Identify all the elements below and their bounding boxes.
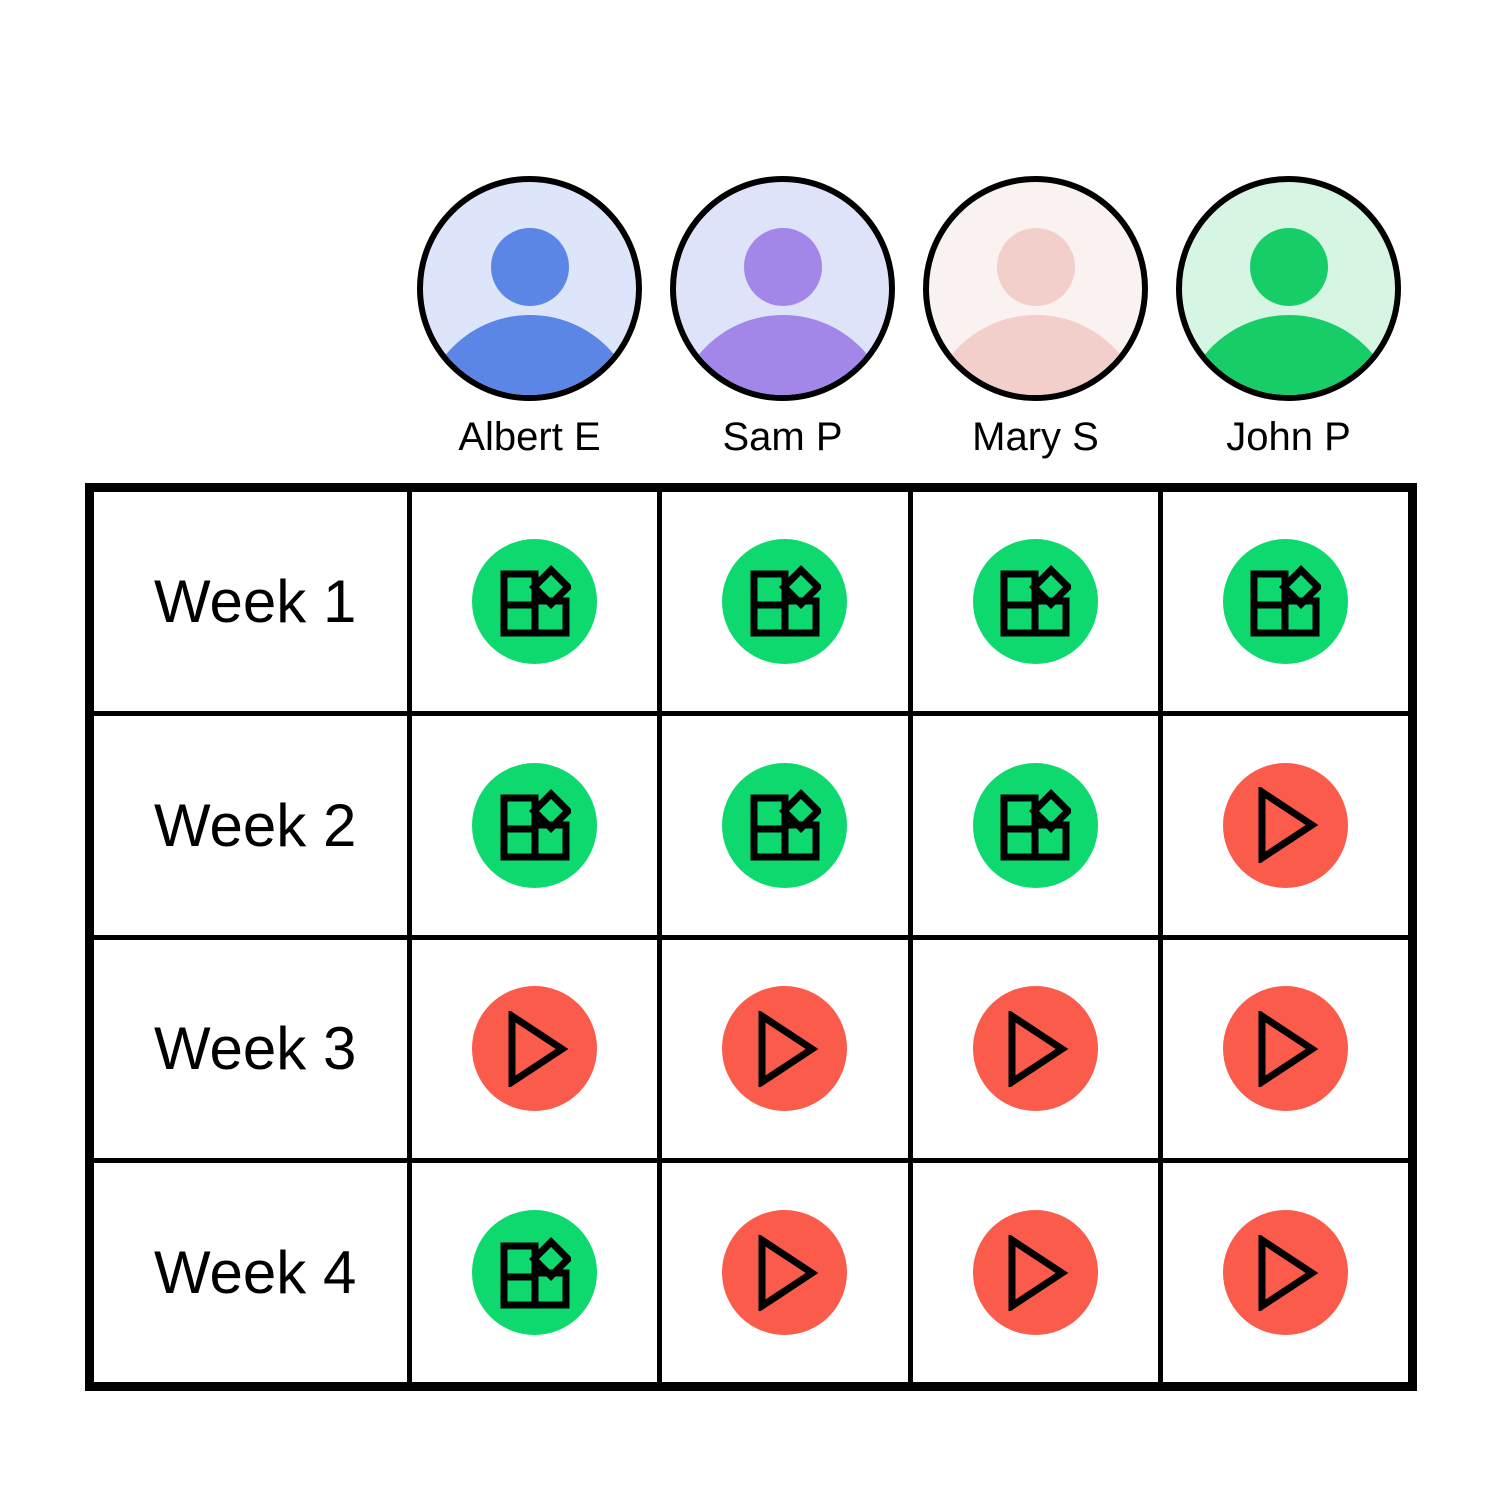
play-icon: [508, 1010, 568, 1087]
person-column-1[interactable]: Sam P: [656, 176, 909, 461]
status-cell[interactable]: [1163, 940, 1408, 1159]
person-column-0[interactable]: Albert E: [403, 176, 656, 461]
week-label-cell: Week 2: [94, 715, 412, 935]
avatar-head-shape: [490, 228, 569, 306]
status-badge[interactable]: [972, 1210, 1098, 1336]
status-badge[interactable]: [972, 986, 1098, 1112]
status-cell[interactable]: [662, 939, 913, 1159]
status-cell[interactable]: [1163, 716, 1408, 935]
status-badge[interactable]: [1222, 986, 1348, 1112]
status-badge[interactable]: [472, 538, 598, 664]
person-column-3[interactable]: John P: [1162, 176, 1415, 461]
status-cell[interactable]: [913, 1163, 1163, 1382]
status-cell[interactable]: [913, 939, 1163, 1159]
play-icon: [1258, 1010, 1319, 1087]
widgets-icon: [1000, 565, 1072, 637]
status-cell[interactable]: [412, 715, 663, 935]
status-badge[interactable]: [722, 762, 848, 888]
play-icon: [758, 1010, 819, 1087]
status-cell[interactable]: [412, 939, 663, 1159]
week-label-cell: Week 1: [94, 492, 412, 711]
person-avatar-icon[interactable]: [670, 176, 895, 401]
status-badge[interactable]: [472, 986, 598, 1112]
week-label-cell: Week 3: [94, 939, 412, 1159]
person-name-label: John P: [1226, 415, 1351, 459]
widgets-icon: [1250, 565, 1322, 637]
person-avatar-icon[interactable]: [417, 176, 642, 401]
widgets-icon: [750, 565, 821, 637]
status-badge[interactable]: [1222, 538, 1348, 664]
widgets-icon: [500, 565, 571, 637]
week-label-cell: Week 4: [94, 1163, 412, 1382]
status-badge[interactable]: [972, 762, 1098, 888]
widgets-icon: [500, 1236, 571, 1309]
person-avatar-icon[interactable]: [923, 176, 1148, 401]
status-badge[interactable]: [722, 538, 848, 664]
play-icon: [1258, 787, 1319, 864]
status-badge[interactable]: [472, 762, 598, 888]
widgets-icon: [750, 789, 821, 861]
avatar-head-shape: [1249, 228, 1328, 306]
play-icon: [1008, 1234, 1069, 1311]
status-badge[interactable]: [1222, 1210, 1348, 1336]
avatar-head-shape: [743, 228, 822, 306]
person-avatar-icon[interactable]: [1176, 176, 1401, 401]
status-cell[interactable]: [412, 1163, 663, 1382]
play-icon: [758, 1234, 819, 1311]
status-cell[interactable]: [913, 492, 1163, 711]
play-icon: [1008, 1010, 1069, 1087]
status-cell[interactable]: [412, 492, 663, 711]
widgets-icon: [500, 789, 571, 861]
status-badge[interactable]: [1222, 762, 1348, 888]
status-badge[interactable]: [722, 986, 848, 1112]
avatar-body-shape: [929, 315, 1142, 395]
person-column-2[interactable]: Mary S: [909, 176, 1162, 461]
person-name-label: Mary S: [972, 415, 1099, 459]
table-row: Week 1: [94, 492, 1408, 716]
table-row: Week 3: [94, 939, 1408, 1164]
person-name-label: Sam P: [722, 415, 843, 459]
widgets-icon: [1000, 789, 1072, 861]
table-row: Week 4: [94, 1163, 1408, 1382]
table-row: Week 2: [94, 715, 1408, 940]
status-cell[interactable]: [1163, 1163, 1408, 1382]
avatar-body-shape: [423, 315, 636, 395]
person-name-label: Albert E: [458, 415, 601, 459]
status-badge[interactable]: [972, 538, 1098, 664]
play-icon: [1258, 1234, 1319, 1311]
status-cell[interactable]: [662, 1163, 913, 1382]
status-cell[interactable]: [913, 715, 1163, 935]
avatar-body-shape: [1182, 315, 1395, 395]
avatar-head-shape: [996, 228, 1075, 306]
status-badge[interactable]: [472, 1210, 598, 1336]
status-badge[interactable]: [722, 1210, 848, 1336]
status-cell[interactable]: [1163, 492, 1408, 711]
avatar-body-shape: [676, 315, 889, 395]
status-cell[interactable]: [662, 715, 913, 935]
people-header-row: Albert E Sam P Mary S John P: [403, 176, 1415, 461]
status-cell[interactable]: [662, 492, 913, 711]
